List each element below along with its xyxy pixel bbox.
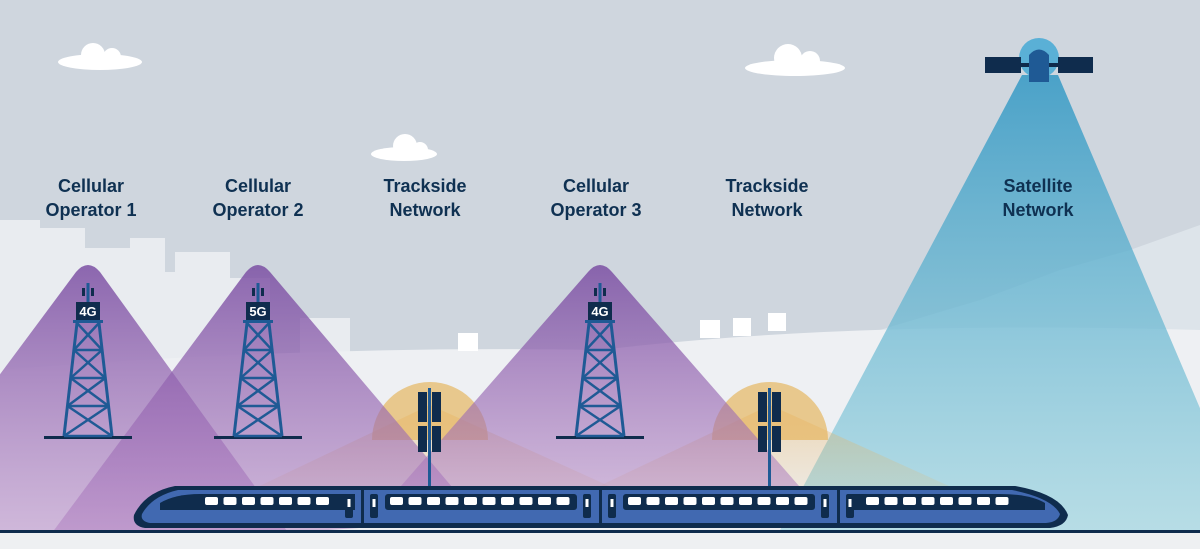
door-window bbox=[610, 499, 614, 507]
train-window bbox=[445, 497, 459, 505]
train-window bbox=[501, 497, 514, 505]
door-window bbox=[347, 499, 351, 507]
label-line: Cellular bbox=[57, 176, 125, 196]
cloud bbox=[371, 134, 437, 161]
train-window bbox=[279, 497, 292, 505]
label-line: Operator 3 bbox=[550, 200, 642, 220]
cellular-coverage-cone-3 bbox=[380, 265, 820, 510]
train-window bbox=[903, 497, 916, 505]
train-window bbox=[702, 497, 715, 505]
train-window bbox=[995, 497, 1009, 505]
door-window bbox=[585, 499, 589, 507]
train-window bbox=[884, 497, 898, 505]
label-line: Operator 1 bbox=[45, 200, 137, 220]
train-window bbox=[556, 497, 570, 505]
label-line: Satellite bbox=[1003, 176, 1073, 196]
network-generation-badge: 4G bbox=[79, 304, 96, 319]
satellite-coverage-cone bbox=[770, 75, 1200, 549]
train-window bbox=[739, 497, 752, 505]
label-line: Network bbox=[1002, 200, 1074, 220]
houses bbox=[458, 313, 786, 351]
ground-strip bbox=[0, 533, 1200, 549]
train-window bbox=[538, 497, 551, 505]
cell-tower-1: 4G bbox=[44, 283, 132, 439]
train-window bbox=[223, 497, 237, 505]
car-coupling bbox=[361, 486, 364, 526]
train-window bbox=[390, 497, 403, 505]
network-generation-badge: 4G bbox=[591, 304, 608, 319]
train-window bbox=[427, 497, 440, 505]
label-line: Trackside bbox=[383, 176, 467, 196]
train-window bbox=[977, 497, 990, 505]
train-window bbox=[242, 497, 255, 505]
door-window bbox=[848, 499, 852, 507]
door-window bbox=[823, 499, 827, 507]
cell-tower-2: 5G bbox=[214, 283, 302, 439]
label-line: Network bbox=[731, 200, 803, 220]
train-window bbox=[757, 497, 771, 505]
car-coupling bbox=[599, 486, 602, 526]
train-window bbox=[260, 497, 274, 505]
cloud bbox=[745, 44, 845, 76]
label-line: Network bbox=[389, 200, 461, 220]
door-window bbox=[372, 499, 376, 507]
label-line: Trackside bbox=[725, 176, 809, 196]
train-window bbox=[297, 497, 311, 505]
train-window bbox=[720, 497, 734, 505]
train-window bbox=[940, 497, 953, 505]
satellite-icon bbox=[985, 38, 1093, 82]
train-window bbox=[958, 497, 972, 505]
train-window bbox=[408, 497, 422, 505]
car-coupling bbox=[837, 486, 840, 526]
train-window bbox=[316, 497, 329, 505]
train-window bbox=[665, 497, 678, 505]
network-generation-badge: 5G bbox=[249, 304, 266, 319]
label-line: Cellular bbox=[224, 176, 292, 196]
cloud bbox=[58, 43, 142, 70]
train-window bbox=[866, 497, 879, 505]
rail-track bbox=[0, 530, 1200, 533]
cell-tower-3: 4G bbox=[556, 283, 644, 439]
train-window bbox=[794, 497, 808, 505]
label-line: Cellular bbox=[562, 176, 630, 196]
train-window bbox=[519, 497, 533, 505]
train-window bbox=[482, 497, 496, 505]
train-window bbox=[628, 497, 641, 505]
train-window bbox=[776, 497, 789, 505]
train-window bbox=[464, 497, 477, 505]
train-window bbox=[646, 497, 660, 505]
train-window bbox=[921, 497, 935, 505]
label-line: Operator 2 bbox=[212, 200, 304, 220]
train-window bbox=[205, 497, 218, 505]
train-window bbox=[683, 497, 697, 505]
trackside-antenna-1 bbox=[418, 388, 441, 488]
train bbox=[133, 486, 1068, 528]
trackside-antenna-2 bbox=[758, 388, 781, 488]
